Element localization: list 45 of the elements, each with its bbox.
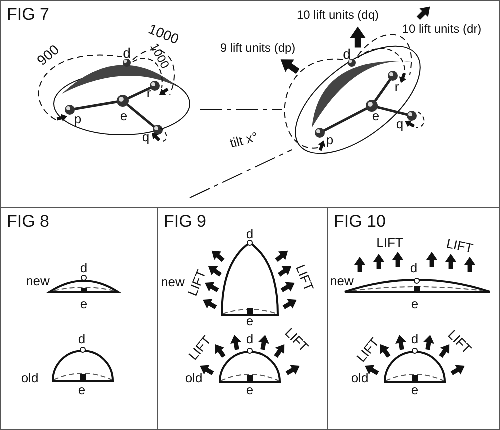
point-label: e [246,384,254,396]
lift-units-label: 9 lift units (dp) [220,42,296,54]
lift-units-label: tilt x° [228,130,260,150]
point-label: e [120,110,128,122]
point-label: q [142,130,150,144]
point-label: e [78,384,86,396]
figure-heading: FIG 9 [164,211,207,232]
point-label: old [185,372,203,384]
point-label: e [246,314,254,328]
figure-heading: FIG 10 [334,211,386,232]
point-label: d [246,332,254,346]
point-label: p [326,134,334,146]
distance-label: 1000 [148,41,172,71]
point-label: d [410,262,418,274]
point-label: q [396,118,404,130]
point-label: d [246,228,254,240]
point-label: new [330,274,354,288]
lift-label: LIFT [446,236,474,256]
point-label: d [80,262,88,274]
point-label: e [372,110,380,122]
distance-label: 900 [34,42,62,68]
figure-panel [0,0,500,208]
point-label: r [146,86,152,100]
point-label: new [26,274,50,288]
point-label: d [411,332,419,346]
point-label: p [74,112,82,126]
point-label: old [21,372,39,384]
point-label: e [80,298,88,310]
point-label: e [411,384,419,396]
figure-heading: FIG 7 [7,4,50,26]
figure-heading: FIG 8 [7,211,50,232]
point-label: d [78,332,86,346]
point-label: old [351,372,369,384]
lift-units-label: 10 lift units (dq) [296,9,380,21]
figure-panel [0,207,158,430]
lift-units-label: 10 lift units (dr) [402,23,482,35]
lift-label: LIFT [294,263,316,293]
point-label: d [343,47,351,61]
point-label: r [394,80,400,94]
lift-label: LIFT [376,236,404,250]
figure-panel [327,207,500,430]
point-label: new [161,276,185,288]
lift-label: LIFT [186,268,208,298]
point-label: d [123,46,131,60]
point-label: e [411,298,419,310]
